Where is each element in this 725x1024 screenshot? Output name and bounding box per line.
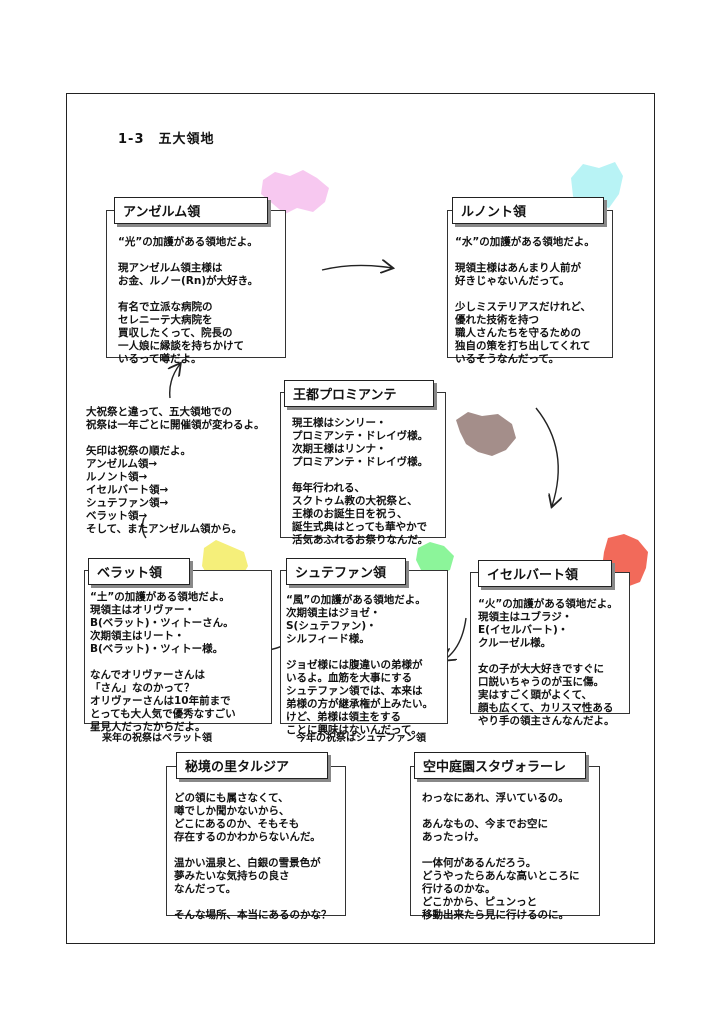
taruzia-text: どの領にも属さなくて、 噂でしか聞かないから、 どこにあるのか、そもそも 存在す… [174, 792, 332, 921]
arrow-note-to-anzerum [170, 364, 180, 399]
taruzia-card [166, 766, 346, 916]
anzerum-text: “光”の加護がある領地だよ。 現アンゼルム領主様は お金、ルノー(Rn)が大好き… [118, 236, 259, 365]
oto-card [280, 392, 446, 538]
oto-territory-shape [456, 412, 516, 456]
anzerum-territory-shape [261, 170, 329, 214]
berat-caption: 来年の祝祭はベラット領 [102, 733, 212, 744]
runont-title: ルノント領 [452, 197, 604, 224]
runont-card [447, 210, 613, 358]
shutefan-card [280, 570, 448, 724]
arrow-runont-to-iselbert [535, 407, 558, 506]
stavorare-card [410, 766, 600, 916]
page-frame [66, 93, 655, 944]
berat-card [84, 570, 272, 724]
iselbert-title: イセルバート領 [478, 560, 612, 587]
berat-title: ベラット領 [88, 558, 190, 585]
stavorare-title: 空中庭園スタヴォラーレ [414, 752, 586, 779]
section-title: 1-3 五大領地 [118, 132, 215, 147]
shutefan-title: シュテファン領 [286, 558, 406, 585]
anzerum-card [106, 210, 286, 358]
runont-text: “水”の加護がある領地だよ。 現領主様はあんまり人前が 好きじゃないんだって。 … [455, 236, 595, 365]
iselbert-card [470, 572, 630, 714]
stavorare-text: わっなにあれ、浮いているの。 あんなもの、今までお空に あったっけ。 一体何があ… [422, 792, 580, 921]
iselbert-text: “火”の加護がある領地だよ。 現領主はユブラジ・ E(イセルバート)・ クルーゼ… [478, 598, 618, 727]
arrow-berat-to-anzerum [141, 517, 147, 539]
shutefan-territory-shape [416, 542, 454, 576]
berat-text: “土”の加護がある領地だよ。 現領主はオリヴァー・ B(ベラット)・ツィトーさん… [90, 591, 236, 733]
arrow-anzerum-to-runont [321, 265, 392, 270]
shutefan-text: “風”の加護がある領地だよ。 次期領主はジョゼ・ S(シュテファン)・ シルフィ… [286, 594, 433, 736]
festival-note: 大祝祭と違って、五大領地での 祝祭は一年ごとに開催領が変わるよ。 矢印は祝祭の順… [86, 406, 265, 535]
oto-text: 現王様はシンリー・ プロミアンテ・ドレイヴ様。 次期王様はリンナ・ プロミアンテ… [292, 417, 429, 546]
anzerum-title: アンゼルム領 [114, 197, 268, 224]
shutefan-caption: 今年の祝祭はシュテファン領 [296, 733, 426, 744]
oto-title: 王都プロミアンテ [284, 380, 434, 407]
taruzia-title: 秘境の里タルジア [176, 752, 328, 779]
